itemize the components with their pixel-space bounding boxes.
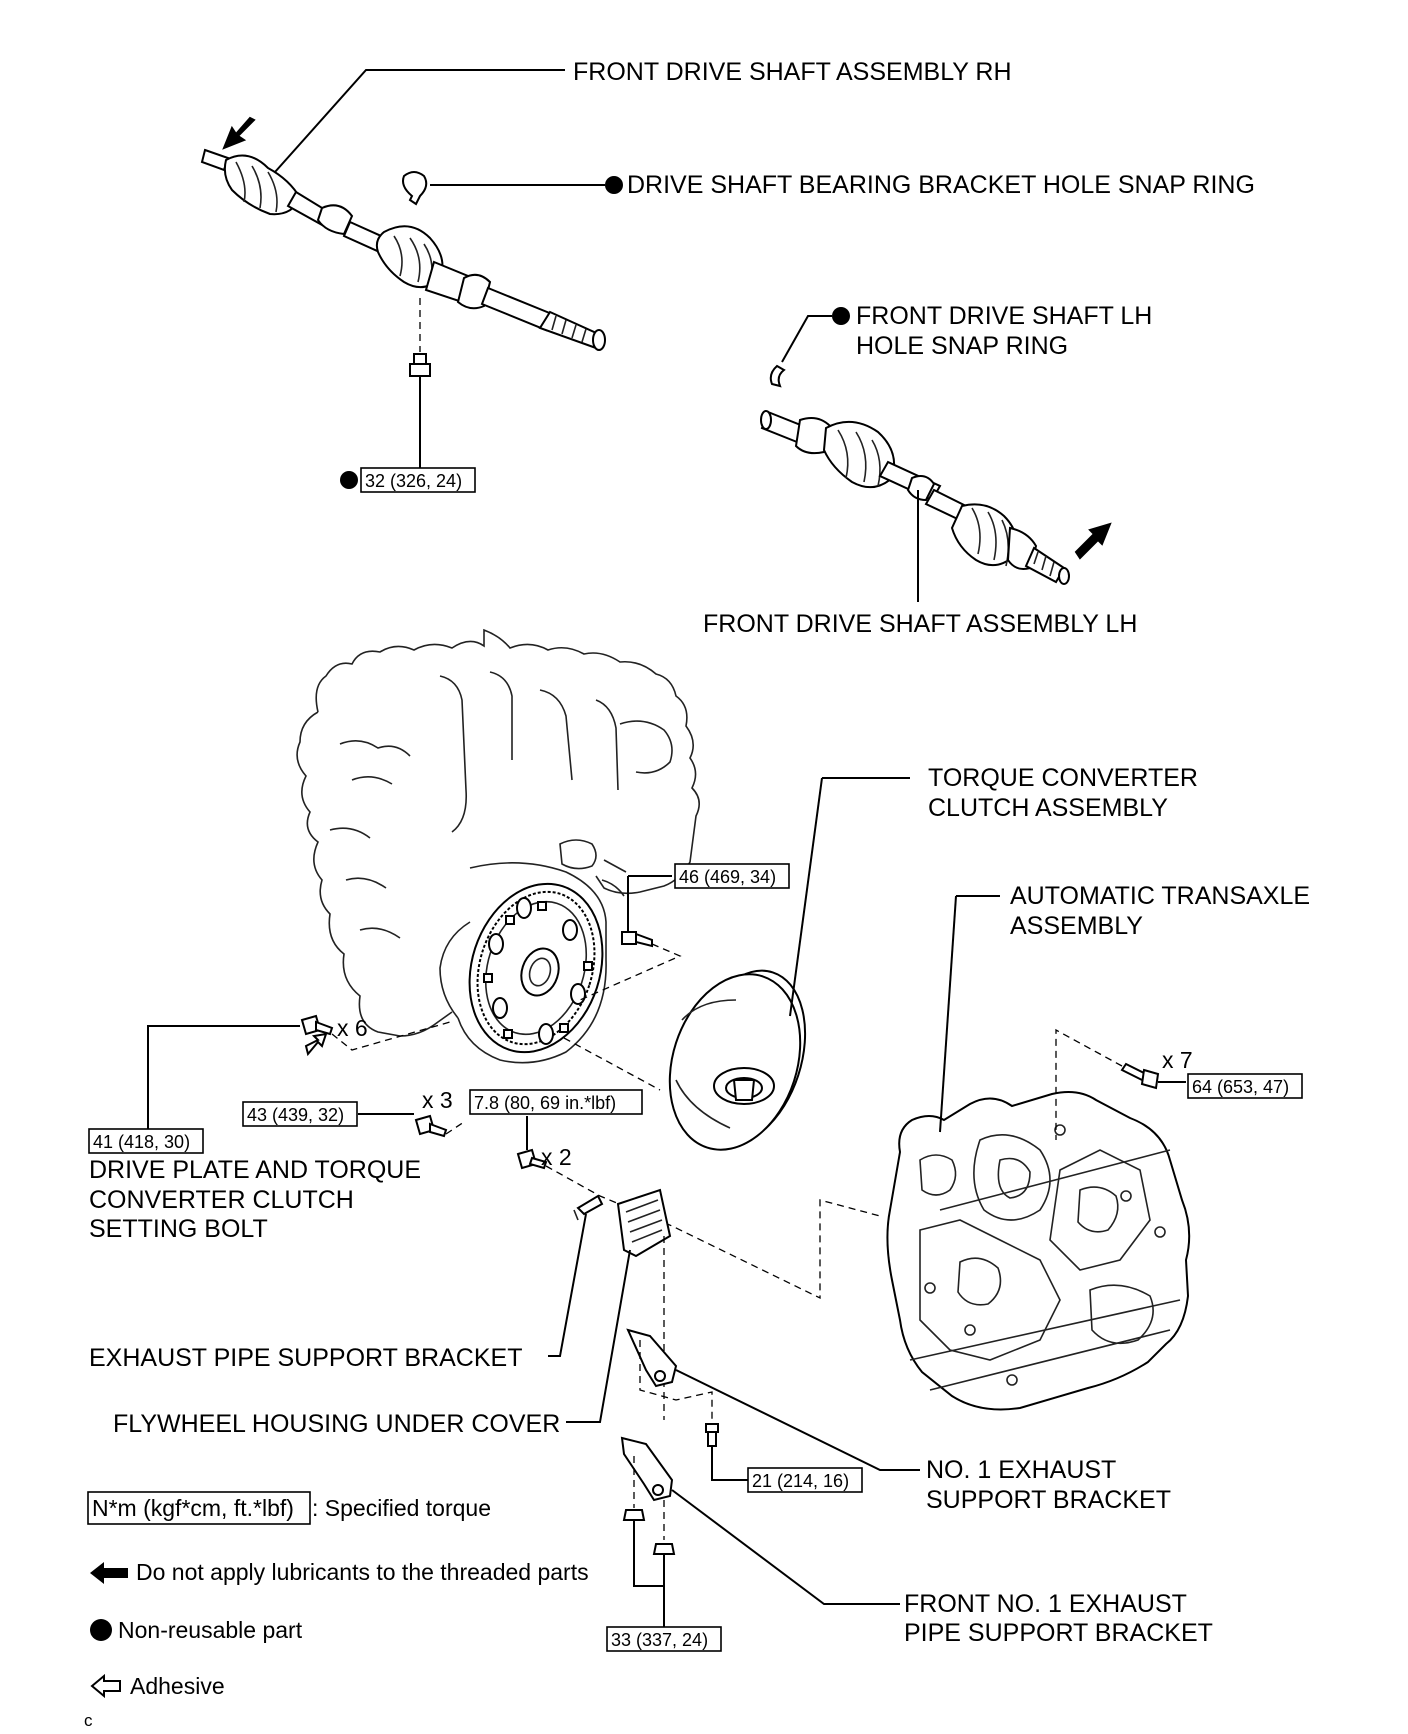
- label-front-drive-shaft-lh: FRONT DRIVE SHAFT ASSEMBLY LH: [703, 610, 1137, 638]
- label-transaxle-line2: ASSEMBLY: [1010, 912, 1143, 940]
- exhaust-pipe-support-bracket-drawing: [548, 1194, 604, 1357]
- svg-text:41 (418, 30): 41 (418, 30): [93, 1132, 190, 1152]
- adhesive-arrow-icon: [304, 1032, 328, 1057]
- label-snap-ring-rh: DRIVE SHAFT BEARING BRACKET HOLE SNAP RI…: [627, 171, 1255, 199]
- legend-torque-unit: N*m (kgf*cm, ft.*lbf): [92, 1495, 294, 1521]
- label-no1-bracket-line2: SUPPORT BRACKET: [926, 1486, 1171, 1514]
- label-snap-ring-lh-line2: HOLE SNAP RING: [856, 332, 1068, 360]
- label-flywheel-housing-under-cover: FLYWHEEL HOUSING UNDER COVER: [113, 1410, 560, 1438]
- torque-box-32: 32 (326, 24): [360, 467, 476, 493]
- multiplier-x6: x 6: [337, 1015, 368, 1041]
- label-no1-bracket-line1: NO. 1 EXHAUST: [926, 1456, 1116, 1484]
- drive-plate-drawing: [468, 882, 604, 1054]
- label-setting-bolt-line1: DRIVE PLATE AND TORQUE: [89, 1156, 421, 1184]
- no1-exhaust-support-bracket-drawing: [626, 1328, 920, 1481]
- torque-box-41: 41 (418, 30): [88, 1128, 204, 1154]
- corner-code: C: [84, 1711, 93, 1730]
- legend-torque-desc: : Specified torque: [312, 1495, 491, 1521]
- legend-no-lube: Do not apply lubricants to the threaded …: [136, 1559, 589, 1585]
- multiplier-x3: x 3: [422, 1087, 453, 1113]
- label-snap-ring-lh-line1: FRONT DRIVE SHAFT LH: [856, 302, 1152, 330]
- flywheel-housing-under-cover-drawing: [566, 1188, 672, 1423]
- adhesive-arrow-icon: [90, 1673, 121, 1699]
- bolt-43-drawing: [358, 1113, 465, 1138]
- rh-shaft-bolt-drawing: [340, 298, 431, 489]
- no-lube-arrow-icon: [222, 116, 256, 150]
- torque-converter-drawing: [563, 777, 910, 1151]
- bolt-46-drawing: [579, 875, 682, 1001]
- svg-text:46 (469, 34): 46 (469, 34): [679, 867, 776, 887]
- torque-box-21: 21 (214, 16): [747, 1467, 863, 1493]
- torque-box-78: 7.8 (80, 69 in.*lbf): [469, 1089, 643, 1115]
- front-drive-shaft-rh-drawing: [200, 69, 606, 351]
- multiplier-x7: x 7: [1162, 1047, 1193, 1073]
- label-torque-converter-line1: TORQUE CONVERTER: [928, 764, 1198, 792]
- automatic-transaxle-drawing: [886, 895, 1191, 1411]
- label-front-drive-shaft-rh: FRONT DRIVE SHAFT ASSEMBLY RH: [573, 58, 1012, 86]
- legend-non-reusable: Non-reusable part: [118, 1617, 303, 1643]
- non-reusable-dot-icon: [90, 1619, 112, 1641]
- label-torque-converter-line2: CLUTCH ASSEMBLY: [928, 794, 1168, 822]
- svg-text:64 (653, 47): 64 (653, 47): [1192, 1077, 1289, 1097]
- front-drive-shaft-lh-drawing: [760, 307, 1112, 602]
- label-setting-bolt-line2: CONVERTER CLUTCH: [89, 1186, 354, 1214]
- label-front-no1-line1: FRONT NO. 1 EXHAUST: [904, 1590, 1187, 1618]
- legend: N*m (kgf*cm, ft.*lbf) : Specified torque…: [84, 1491, 589, 1730]
- torque-box-43: 43 (439, 32): [242, 1101, 358, 1127]
- svg-text:33 (337, 24): 33 (337, 24): [611, 1630, 708, 1650]
- legend-adhesive: Adhesive: [130, 1673, 225, 1699]
- svg-text:43 (439, 32): 43 (439, 32): [247, 1105, 344, 1125]
- engine-outline-drawing: [296, 628, 700, 1064]
- multiplier-x2: x 2: [541, 1144, 572, 1170]
- torque-box-33: 33 (337, 24): [606, 1626, 722, 1652]
- svg-text:7.8 (80, 69 in.*lbf): 7.8 (80, 69 in.*lbf): [474, 1093, 616, 1113]
- torque-box-64: 64 (653, 47): [1187, 1073, 1303, 1099]
- svg-text:32 (326, 24): 32 (326, 24): [365, 471, 462, 491]
- label-exhaust-pipe-support-bracket: EXHAUST PIPE SUPPORT BRACKET: [89, 1344, 522, 1372]
- bolt-64-drawing: [1055, 1028, 1186, 1140]
- front-no1-exhaust-pipe-support-bracket-drawing: [620, 1436, 900, 1634]
- no-lube-arrow-icon: [90, 1562, 128, 1584]
- label-setting-bolt-line3: SETTING BOLT: [89, 1215, 268, 1243]
- torque-box-46: 46 (469, 34): [674, 863, 790, 889]
- label-transaxle-line1: AUTOMATIC TRANSAXLE: [1010, 882, 1310, 910]
- bolt-78-drawing: [516, 1116, 881, 1300]
- label-front-no1-line2: PIPE SUPPORT BRACKET: [904, 1619, 1213, 1647]
- snap-ring-rh-drawing: [402, 171, 623, 206]
- svg-text:21 (214, 16): 21 (214, 16): [752, 1471, 849, 1491]
- no-lube-arrow-icon: [1074, 522, 1112, 560]
- bolt-41-drawing: [147, 1014, 451, 1136]
